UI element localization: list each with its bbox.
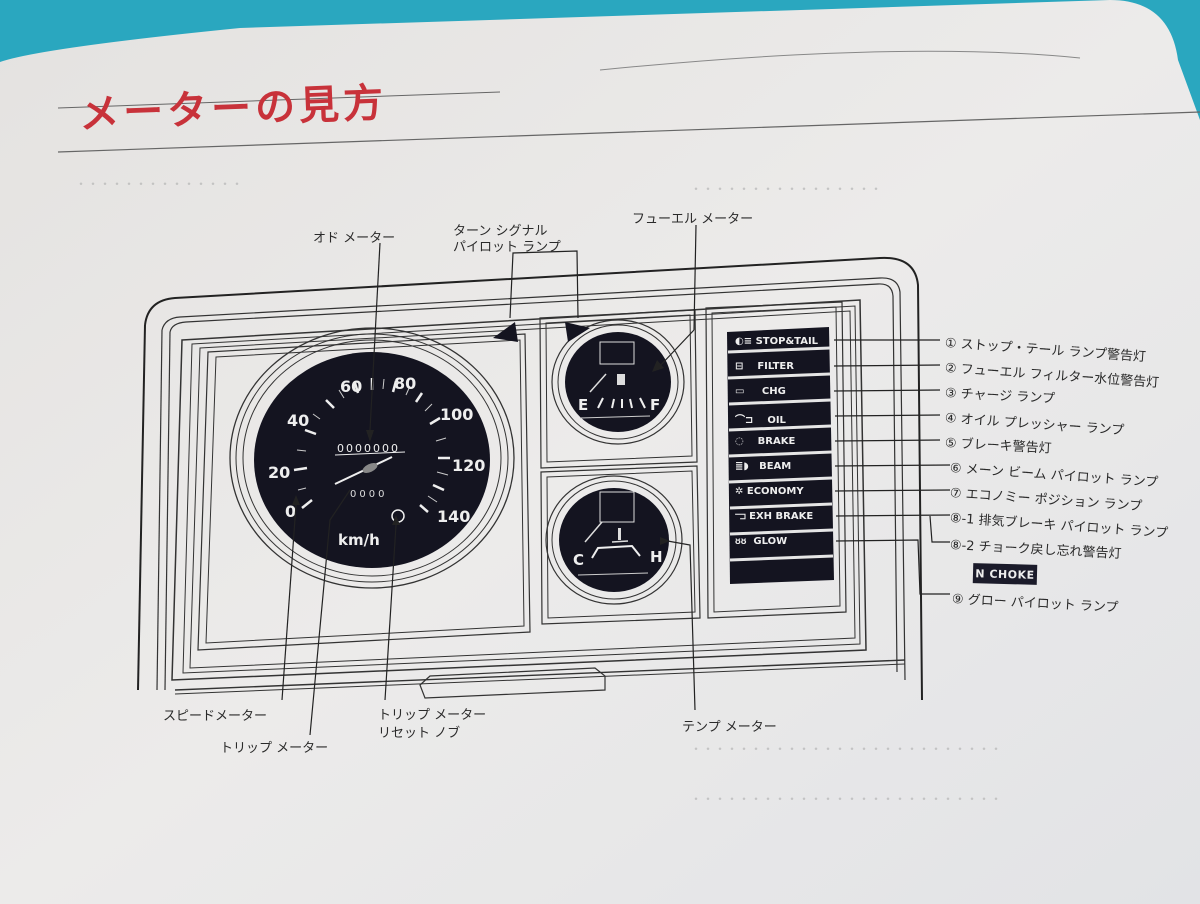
speed-tick-100: 100 xyxy=(440,405,473,424)
speed-tick-0: 0 xyxy=(285,502,296,521)
turn-signal-left-icon xyxy=(493,322,518,342)
oil-can-icon: ⌒⊐ xyxy=(735,415,768,426)
speedometer-dial: 0 20 40 60 80 100 120 140 0000000 0000 k… xyxy=(229,327,515,589)
temp-gauge: C H xyxy=(545,475,683,605)
stop-tail-lamp-icon: ◐≡ xyxy=(735,336,756,347)
trip-meter-label: トリップ メーター xyxy=(220,741,329,756)
ghost-text: ・・・・・・・・・・・・・・ xyxy=(75,177,244,191)
trip-digits: 0000 xyxy=(350,489,387,500)
turn-signal-label-line2: パイロット ランプ xyxy=(453,240,561,255)
warning-row-exh-brake: ⫎ EXH BRAKE xyxy=(735,511,814,522)
choke-badge: N CHOKE xyxy=(972,563,1038,585)
warning-row-filter: ⊟ FILTER xyxy=(735,361,794,372)
odometer-digits: 0000000 xyxy=(337,442,400,455)
trip-reset-label-line1: トリップ メーター xyxy=(378,708,487,723)
fuel-empty-label: E xyxy=(578,396,588,414)
speed-tick-140: 140 xyxy=(437,507,470,526)
warning-row-beam: ≣◗ BEAM xyxy=(735,461,792,472)
odometer-label: オド メーター xyxy=(313,231,396,246)
fuel-full-label: F xyxy=(650,396,660,414)
speed-tick-120: 120 xyxy=(452,456,485,475)
exhaust-brake-icon: ⫎ xyxy=(735,511,750,522)
speed-tick-80: 80 xyxy=(394,374,416,393)
brake-icon: ◌ xyxy=(735,436,758,447)
warning-row-glow: ᴕᴕ GLOW xyxy=(735,536,788,547)
warning-row-brake: ◌ BRAKE xyxy=(735,436,796,447)
speed-tick-20: 20 xyxy=(268,463,290,482)
fuel-meter-label: フューエル メーター xyxy=(632,212,754,227)
warning-row-chg: ▭ CHG xyxy=(735,386,786,397)
speed-tick-40: 40 xyxy=(287,411,309,430)
warning-row-economy: ✲ ECONOMY xyxy=(735,486,804,497)
trip-reset-label-line2: リセット ノブ xyxy=(378,726,461,741)
turn-signal-right-icon xyxy=(565,322,590,342)
temp-cold-label: C xyxy=(573,551,584,569)
glow-plug-icon: ᴕᴕ xyxy=(735,536,754,547)
battery-icon: ▭ xyxy=(735,386,762,397)
warning-row-stop-tail: ◐≡ STOP&TAIL xyxy=(735,336,819,347)
warning-row-oil: ⌒⊐ OIL xyxy=(735,415,786,426)
speed-unit: km/h xyxy=(338,531,380,549)
fuel-gauge: E F xyxy=(551,319,685,445)
speed-tick-60: 60 xyxy=(340,377,362,396)
speedometer-label: スピードメーター xyxy=(163,709,268,724)
high-beam-icon: ≣◗ xyxy=(735,461,760,472)
page-title: メーターの見方 xyxy=(78,80,388,138)
ghost-text: ・・・・・・・・・・・・・・・・・・・・・・・・・・ xyxy=(690,742,1003,756)
gears-icon: ✲ xyxy=(735,486,747,497)
temp-meter-label: テンプ メーター xyxy=(682,720,777,735)
ghost-text: ・・・・・・・・・・・・・・・・ xyxy=(690,182,883,196)
fuel-filter-icon: ⊟ xyxy=(735,361,758,372)
turn-signal-label-line1: ターン シグナル xyxy=(453,224,548,239)
temp-hot-label: H xyxy=(650,548,663,566)
ghost-text: ・・・・・・・・・・・・・・・・・・・・・・・・・・ xyxy=(690,792,1003,806)
